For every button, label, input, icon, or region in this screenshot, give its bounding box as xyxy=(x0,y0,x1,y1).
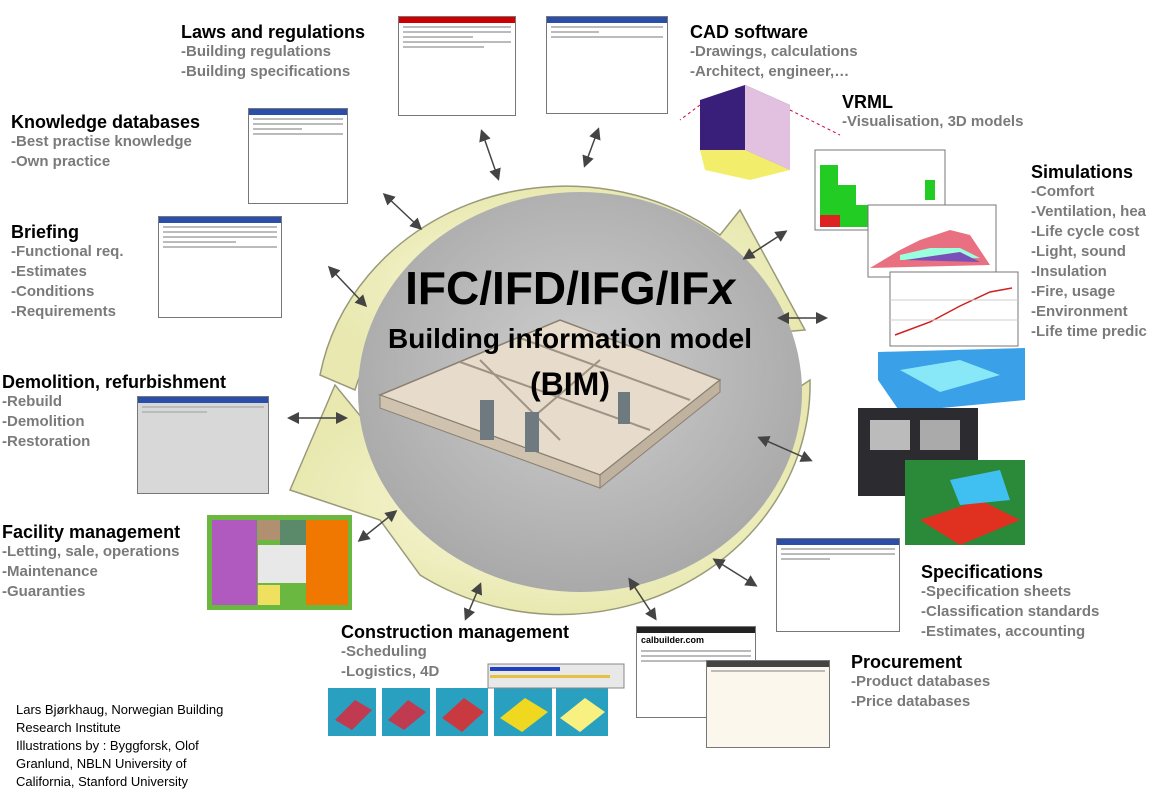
group-item: -Best practise knowledge xyxy=(11,133,192,150)
group-demolition: Demolition, refurbishment -Rebuild -Demo… xyxy=(2,372,226,452)
group-item: -Conditions xyxy=(11,283,95,300)
group-item: -Building specifications xyxy=(181,63,351,80)
group-item: -Requirements xyxy=(11,303,117,320)
briefing-thumbnail xyxy=(158,216,282,318)
group-item: -Estimates, accounting xyxy=(921,623,1086,640)
facility-floorplan-image xyxy=(207,515,352,610)
standards-title-text: IFC/IFD/IFG/IF xyxy=(405,262,710,314)
group-cad: CAD software -Drawings, calculations -Ar… xyxy=(690,22,858,82)
vrml-3d-image xyxy=(679,85,841,180)
credit-line: Research Institute xyxy=(16,720,121,735)
group-knowledge: Knowledge databases -Best practise knowl… xyxy=(11,112,200,172)
credit-line: Lars Bjørkhaug, Norwegian Building xyxy=(16,702,224,717)
group-title: CAD software xyxy=(690,22,809,42)
credit-line: Illustrations by : Byggforsk, Olof xyxy=(16,738,199,753)
knowledge-thumbnail xyxy=(248,108,348,204)
group-item: -Scheduling xyxy=(341,643,427,660)
group-item: -Price databases xyxy=(851,693,971,710)
group-title: Simulations xyxy=(1031,162,1134,182)
demolition-thumbnail xyxy=(137,396,269,494)
calbuilder-logo: calbuilder.com xyxy=(641,635,705,645)
bim-subtitle: Building information model xyxy=(388,323,752,354)
group-item: -Product databases xyxy=(851,673,991,690)
group-item: -Life time predic xyxy=(1031,323,1147,340)
group-title: Briefing xyxy=(11,222,80,242)
building-model-image xyxy=(377,319,722,490)
group-item: -Insulation xyxy=(1031,263,1107,280)
group-item: -Logistics, 4D xyxy=(341,663,440,680)
group-item: -Life cycle cost xyxy=(1031,223,1140,240)
connector-arrows xyxy=(287,127,828,621)
group-item: -Functional req. xyxy=(11,243,124,260)
group-title: Specifications xyxy=(921,562,1044,582)
group-item: -Environment xyxy=(1031,303,1128,320)
group-item: -Building regulations xyxy=(181,43,331,60)
group-item: -Classification standards xyxy=(921,603,1100,620)
group-item: -Own practice xyxy=(11,153,111,170)
group-simulations: Simulations -Comfort -Ventilation, hea -… xyxy=(1031,162,1147,342)
group-specifications: Specifications -Specification sheets -Cl… xyxy=(921,562,1099,642)
group-title: Demolition, refurbishment xyxy=(2,372,227,392)
group-title: Construction management xyxy=(341,622,570,642)
group-item: -Ventilation, hea xyxy=(1031,203,1147,220)
credit-line: California, Stanford University xyxy=(16,774,188,789)
group-item: -Rebuild xyxy=(2,393,62,410)
simulation-chart-3 xyxy=(889,271,1019,347)
bim-abbreviation: (BIM) xyxy=(530,366,610,402)
group-construction: Construction management -Scheduling -Log… xyxy=(341,622,569,682)
procurement-thumbnail-2 xyxy=(706,660,830,748)
standards-title: IFC/IFD/IFG/IFx xyxy=(380,262,760,314)
group-item: -Demolition xyxy=(2,413,85,430)
group-item: -Guaranties xyxy=(2,583,86,600)
group-item: -Maintenance xyxy=(2,563,98,580)
group-item: -Restoration xyxy=(2,433,91,450)
simulation-chart-2 xyxy=(867,204,997,278)
specifications-thumbnail xyxy=(776,538,900,632)
credit-text: Lars Bjørkhaug, Norwegian Building Resea… xyxy=(16,701,223,791)
group-item: -Fire, usage xyxy=(1031,283,1116,300)
group-item: -Letting, sale, operations xyxy=(2,543,180,560)
group-item: -Specification sheets xyxy=(921,583,1072,600)
group-briefing: Briefing -Functional req. -Estimates -Co… xyxy=(11,222,124,322)
group-laws: Laws and regulations -Building regulatio… xyxy=(181,22,365,82)
simulation-cfd-image xyxy=(878,348,1025,412)
group-item: -Comfort xyxy=(1031,183,1095,200)
group-procurement: Procurement -Product databases -Price da… xyxy=(851,652,990,712)
cad-thumbnail xyxy=(546,16,668,114)
construction-4d-images xyxy=(328,663,625,736)
group-title: Facility management xyxy=(2,522,181,542)
group-title: VRML xyxy=(842,92,893,112)
group-title: Procurement xyxy=(851,652,963,672)
group-item: -Drawings, calculations xyxy=(690,43,858,60)
group-vrml: VRML -Visualisation, 3D models xyxy=(842,92,1023,132)
group-title: Laws and regulations xyxy=(181,22,366,42)
credit-line: Granlund, NBLN University of xyxy=(16,756,187,771)
group-item: -Estimates xyxy=(11,263,87,280)
standards-title-x: x xyxy=(709,262,735,314)
laws-thumbnail-1 xyxy=(398,16,516,116)
group-item: -Architect, engineer,… xyxy=(690,63,850,80)
group-item: -Light, sound xyxy=(1031,243,1126,260)
thermal-render-image xyxy=(905,460,1025,545)
group-title: Knowledge databases xyxy=(11,112,201,132)
group-item: -Visualisation, 3D models xyxy=(842,113,1024,130)
group-facility: Facility management -Letting, sale, oper… xyxy=(2,522,180,602)
